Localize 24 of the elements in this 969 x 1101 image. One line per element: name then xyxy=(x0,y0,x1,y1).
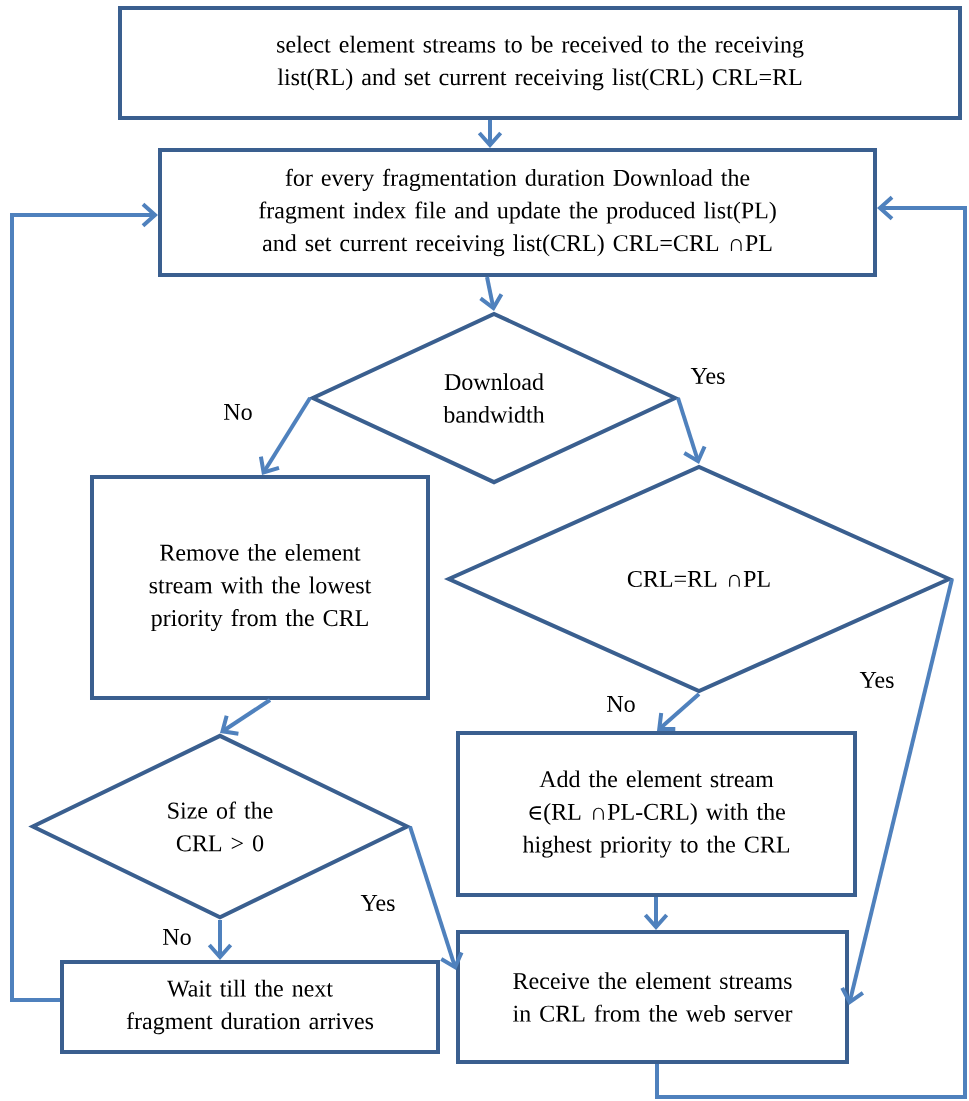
arrow xyxy=(655,195,967,1099)
process-box: for every fragmentation duration Download the fragment index file and update the produced list(PL) and set current receiving list(CRL) CRL=CRL ∩PL xyxy=(158,148,877,277)
process-box: select element streams to be received to the receiving list(RL) and set current receiving list(CRL) CRL=RL xyxy=(118,6,962,120)
arrow xyxy=(657,692,701,732)
arrow xyxy=(258,396,312,475)
edge-label: No xyxy=(605,694,637,714)
edge-label: No xyxy=(222,402,254,422)
arrow xyxy=(10,202,158,1002)
arrow xyxy=(477,120,503,148)
arrow xyxy=(479,276,504,311)
arrow xyxy=(220,698,272,736)
arrow xyxy=(643,897,669,930)
process-box: Receive the element streams in CRL from the web server xyxy=(456,930,849,1064)
arrow xyxy=(676,397,707,464)
arrow xyxy=(408,825,464,970)
edge-label: Yes xyxy=(858,670,896,690)
process-box: Add the element stream ∈(RL ∩PL-CRL) with the highest priority to the CRL xyxy=(456,731,857,897)
arrow xyxy=(207,920,233,960)
edge-label: No xyxy=(161,927,193,947)
edge-label: Yes xyxy=(359,893,397,913)
arrow xyxy=(840,578,954,1005)
process-box: Wait till the next fragment duration arrives xyxy=(60,960,440,1054)
process-box: Remove the element stream with the lowest priority from the CRL xyxy=(90,475,430,700)
edge-label: Yes xyxy=(689,366,727,386)
